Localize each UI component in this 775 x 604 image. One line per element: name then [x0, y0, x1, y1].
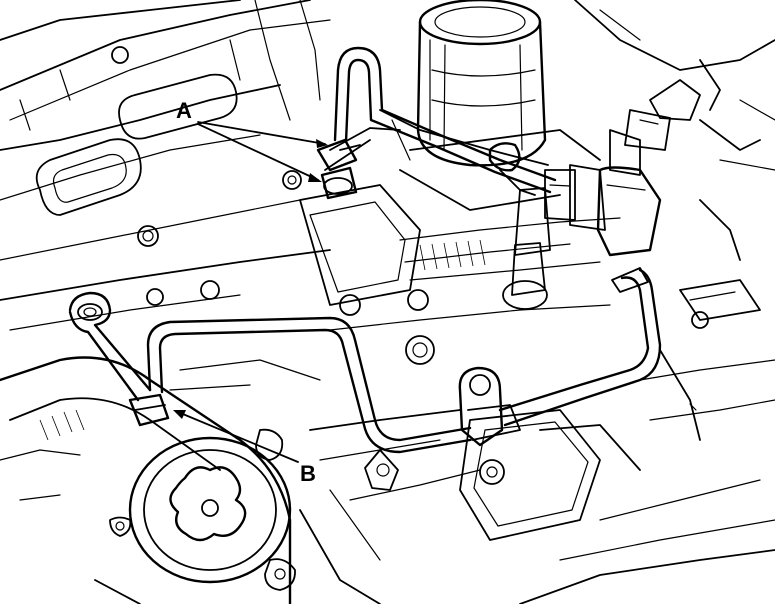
top-right-components — [502, 0, 775, 329]
arrowhead-a2 — [308, 173, 322, 182]
oil-filter-canister — [391, 0, 601, 211]
lower-oil-pipe — [68, 267, 662, 454]
callout-b-leader — [173, 410, 299, 463]
arrowhead-a1 — [316, 139, 328, 148]
callout-a-leaders — [197, 121, 328, 182]
water-pump-pulley — [0, 356, 321, 604]
arrowhead-b — [173, 410, 186, 419]
callout-label-b: B — [300, 461, 316, 486]
callout-label-a: A — [176, 98, 192, 123]
upper-oil-pipe — [316, 46, 557, 200]
